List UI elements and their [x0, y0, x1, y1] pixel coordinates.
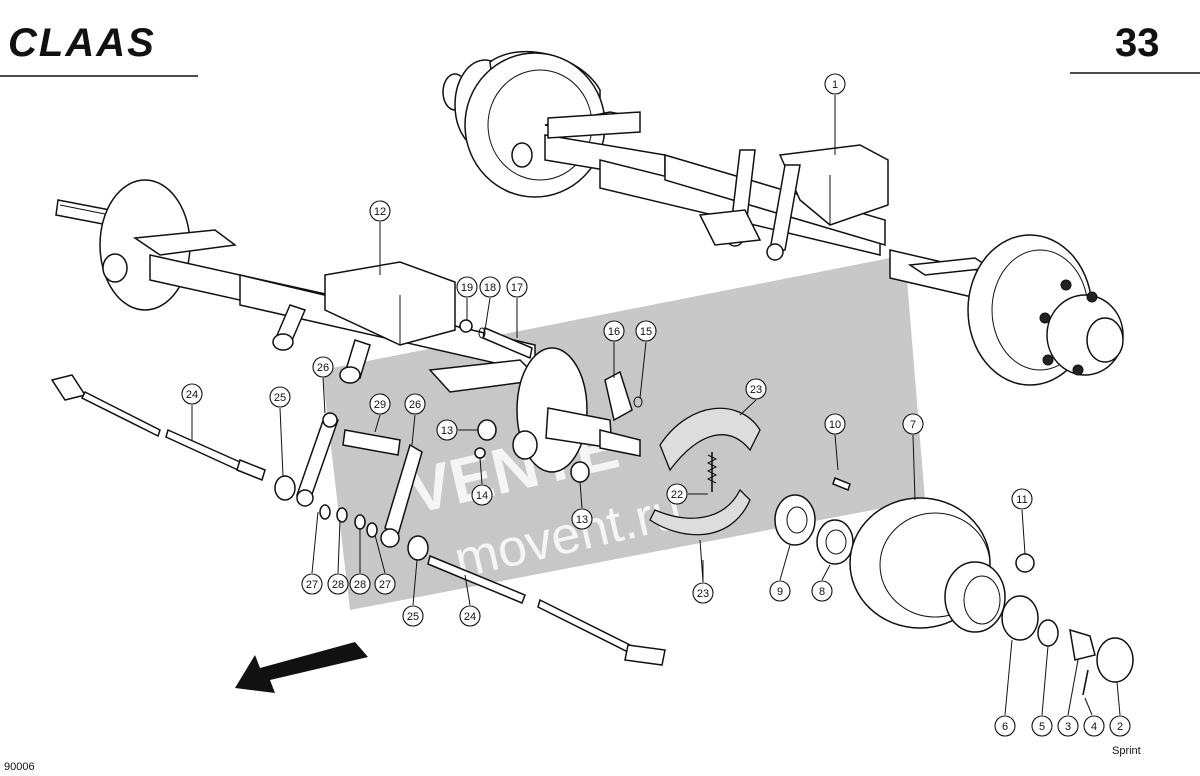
callout-25-upper[interactable]: 25 [269, 386, 291, 408]
svg-text:5: 5 [1039, 721, 1045, 733]
callout-1[interactable]: 1 [824, 73, 846, 95]
model-name: Sprint [1112, 745, 1141, 757]
svg-text:26: 26 [409, 399, 421, 411]
svg-text:3: 3 [1065, 721, 1071, 733]
svg-text:29: 29 [374, 399, 386, 411]
svg-text:24: 24 [464, 611, 476, 623]
claas-logo: CLAAS [8, 21, 156, 65]
svg-text:1: 1 [832, 79, 838, 91]
callout-28-left[interactable]: 28 [327, 573, 349, 595]
callout-6[interactable]: 6 [994, 715, 1016, 737]
callout-17[interactable]: 17 [506, 276, 528, 298]
callout-13-upper[interactable]: 13 [436, 419, 458, 441]
callout-13-lower[interactable]: 13 [571, 508, 593, 530]
callout-24-upper[interactable]: 24 [181, 383, 203, 405]
front-axle-assembly [55, 179, 643, 483]
svg-text:11: 11 [1016, 494, 1027, 506]
callout-24-lower[interactable]: 24 [459, 605, 481, 627]
svg-text:22: 22 [671, 489, 683, 501]
callout-14[interactable]: 14 [471, 484, 493, 506]
callout-27-right[interactable]: 27 [374, 573, 396, 595]
svg-text:14: 14 [476, 490, 488, 502]
leader-lines [191, 95, 1121, 716]
svg-text:6: 6 [1002, 721, 1008, 733]
svg-text:23: 23 [750, 384, 762, 396]
callout-16[interactable]: 16 [603, 320, 625, 342]
callout-3[interactable]: 3 [1057, 715, 1079, 737]
callout-19[interactable]: 19 [456, 276, 478, 298]
svg-text:10: 10 [829, 419, 841, 431]
callout-9[interactable]: 9 [769, 580, 791, 602]
svg-text:27: 27 [379, 579, 391, 591]
steering-levers [296, 412, 423, 548]
part-callouts: 1 12 19 18 17 16 15 23 13 14 13 22 23 10… [181, 73, 1131, 737]
callout-8[interactable]: 8 [811, 580, 833, 602]
callout-5[interactable]: 5 [1031, 715, 1053, 737]
svg-text:17: 17 [511, 282, 523, 294]
svg-text:24: 24 [186, 389, 198, 401]
callout-28-right[interactable]: 28 [349, 573, 371, 595]
callout-25-lower[interactable]: 25 [402, 605, 424, 627]
svg-text:13: 13 [441, 425, 453, 437]
callout-7[interactable]: 7 [902, 413, 924, 435]
svg-text:27: 27 [306, 579, 318, 591]
svg-text:19: 19 [461, 282, 473, 294]
hub-and-bearings [774, 477, 1134, 696]
svg-text:18: 18 [484, 282, 496, 294]
svg-text:2: 2 [1117, 721, 1123, 733]
callout-18[interactable]: 18 [479, 276, 501, 298]
callout-4[interactable]: 4 [1083, 715, 1105, 737]
svg-text:9: 9 [777, 586, 783, 598]
drawing-code: 90006 [4, 761, 35, 773]
svg-text:8: 8 [819, 586, 825, 598]
rear-axle-assembly [442, 50, 1124, 386]
svg-text:12: 12 [374, 206, 386, 218]
direction-arrow [235, 642, 368, 693]
tie-rod-lower [407, 535, 666, 666]
callout-22[interactable]: 22 [666, 483, 688, 505]
callout-15[interactable]: 15 [635, 320, 657, 342]
svg-text:16: 16 [608, 326, 620, 338]
svg-text:26: 26 [317, 362, 329, 374]
svg-text:23: 23 [697, 588, 709, 600]
callout-29[interactable]: 29 [369, 393, 391, 415]
callout-26-right[interactable]: 26 [404, 393, 426, 415]
tie-rod-upper [50, 374, 296, 501]
callout-10[interactable]: 10 [824, 413, 846, 435]
callout-12[interactable]: 12 [369, 200, 391, 222]
callout-23-lower[interactable]: 23 [692, 582, 714, 604]
svg-text:15: 15 [640, 326, 652, 338]
svg-text:28: 28 [354, 579, 366, 591]
callout-23-upper[interactable]: 23 [745, 378, 767, 400]
callout-11[interactable]: 11 [1011, 488, 1033, 510]
svg-text:25: 25 [274, 392, 286, 404]
brake-shoes [649, 407, 761, 536]
svg-text:28: 28 [332, 579, 344, 591]
page-number: 33 [1115, 21, 1160, 65]
svg-text:4: 4 [1091, 721, 1097, 733]
svg-text:7: 7 [910, 419, 916, 431]
svg-text:13: 13 [576, 514, 588, 526]
callout-26-left[interactable]: 26 [312, 356, 334, 378]
callout-2[interactable]: 2 [1109, 715, 1131, 737]
svg-text:25: 25 [407, 611, 419, 623]
callout-27-left[interactable]: 27 [301, 573, 323, 595]
